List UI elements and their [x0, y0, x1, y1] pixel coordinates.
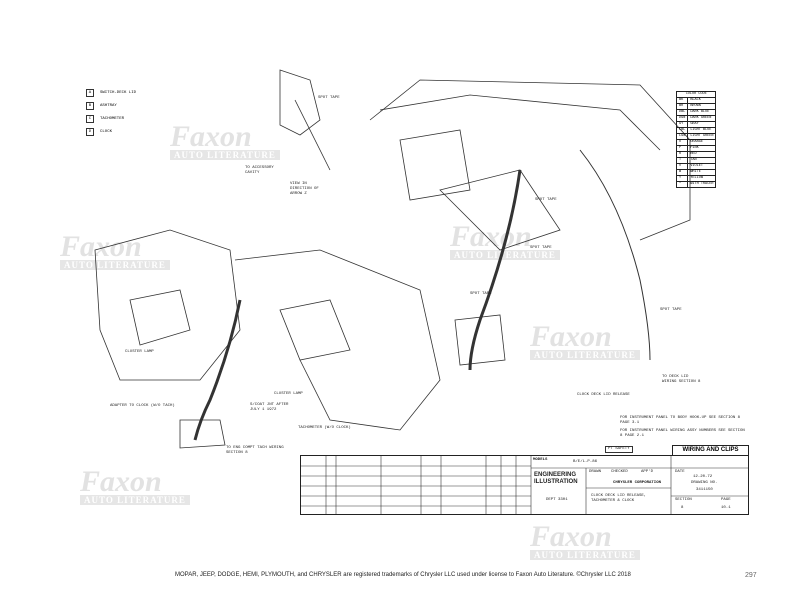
- callout: CLUSTER LAMP: [125, 350, 154, 354]
- callout: VIEW IN DIRECTION OF ARROW Z: [290, 182, 319, 196]
- trademark-footer: MOPAR, JEEP, DODGE, HEMI, PLYMOUTH, and …: [175, 572, 631, 578]
- safety-tag: PT SAFETY: [605, 446, 633, 453]
- drawing-number-label: DRAWING NO.: [691, 481, 718, 485]
- drawing-number: 3411150: [696, 488, 713, 492]
- date-value: 12-20-72: [693, 475, 713, 479]
- color-name: LIGHT GREEN: [687, 133, 717, 140]
- date-label: DATE: [675, 470, 685, 474]
- section-label: SECTION: [675, 498, 692, 502]
- callout: TACHOMETER (W/O CLOCK): [298, 426, 351, 430]
- title-block: MODELS B/E/L-P-86 ENGINEERING ILLUSTRATI…: [300, 455, 749, 515]
- color-code-row: *WITH TRACER: [675, 181, 717, 188]
- callout: ADAPTER TO CLOCK (W/O TACH): [110, 404, 175, 408]
- approved-label: APP'D: [641, 470, 654, 474]
- callout: TO ENG COMPT TACH WIRING SECTION 8: [226, 446, 284, 455]
- note: FOR INSTRUMENT PANEL WIRING ASSY NUMBERS…: [620, 429, 745, 438]
- note: FOR INSTRUMENT PANEL TO BODY HOOK-UP SEE…: [620, 416, 741, 425]
- page-value: 10.1: [721, 506, 731, 510]
- color-abbrev: *: [675, 181, 689, 188]
- drawn-label: DRAWN: [589, 470, 602, 474]
- callout: CLOCK DECK LID RELEASE: [577, 393, 630, 397]
- models-label: MODELS: [533, 458, 548, 462]
- callout: SPOT TAPE: [530, 246, 552, 250]
- callout: CLUSTER LAMP: [274, 392, 303, 396]
- callout: SPOT TAPE: [318, 96, 340, 100]
- callout: TO DECK LID WIRING SECTION 8: [662, 375, 701, 384]
- engineering-label: ENGINEERING ILLUSTRATION: [534, 472, 578, 485]
- color-name: WITH TRACER: [687, 181, 717, 188]
- callout: SPOT TAPE: [660, 308, 682, 312]
- models-value: B/E/L-P-86: [573, 460, 598, 464]
- callout: SPOT TAPE: [535, 198, 557, 202]
- revision-grid: [301, 456, 748, 514]
- checked-label: CHECKED: [611, 470, 628, 474]
- callout: SPOT TAPE: [470, 292, 492, 296]
- drawing-description: CLOCK DECK LID RELEASE, TACHOMETER & CLO…: [591, 494, 647, 503]
- callout: TO ACCESSORY CAVITY: [245, 166, 274, 175]
- chrysler-logo: CHRYSLER CORPORATION: [613, 481, 662, 485]
- dept: DEPT 3301: [546, 498, 568, 502]
- drawing-title: WIRING AND CLIPS: [672, 445, 749, 456]
- section-value: 8: [681, 506, 684, 510]
- page-number: 297: [745, 572, 757, 579]
- page-label: PAGE: [721, 498, 731, 502]
- callout: S/COAT JNT AFTER JULY 1 1972: [250, 403, 289, 412]
